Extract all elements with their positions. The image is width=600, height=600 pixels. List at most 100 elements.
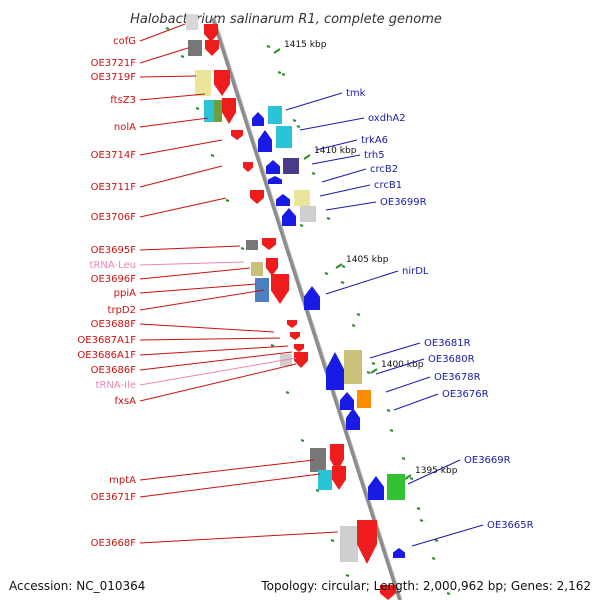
left-gene-label: OE3706F <box>91 212 137 223</box>
left-gene-label: cofG <box>113 36 136 47</box>
track-tick <box>296 125 301 128</box>
track-tick <box>210 154 215 157</box>
reverse-gene-arrow <box>346 408 360 430</box>
right-leader-line <box>369 342 421 359</box>
track-tick <box>416 507 421 510</box>
forward-gene-arrow <box>294 352 308 368</box>
track-tick <box>431 557 436 560</box>
genome-summary-text: Topology: circular; Length: 2,000,962 bp… <box>261 579 591 593</box>
track-tick <box>330 539 335 542</box>
right-gene-label: nirDL <box>402 266 429 277</box>
track-tick <box>366 371 371 374</box>
left-gene-label: OE3687A1F <box>77 335 136 346</box>
right-gene-label: OE3678R <box>434 372 481 383</box>
left-leader-line <box>139 93 206 101</box>
reverse-gene-block <box>344 350 362 384</box>
right-leader-line <box>407 459 461 485</box>
left-leader-line <box>139 357 297 386</box>
right-leader-line <box>311 154 361 165</box>
forward-gene-block <box>310 448 326 472</box>
track-tick <box>356 313 361 316</box>
right-gene-label: crcB1 <box>374 180 402 191</box>
right-leader-line <box>325 201 377 211</box>
track-tick <box>315 489 320 492</box>
kbp-tick-mark <box>273 48 281 54</box>
reverse-gene-block <box>387 474 405 500</box>
right-gene-label: OE3680R <box>428 354 475 365</box>
reverse-gene-block <box>276 126 292 148</box>
kbp-label: 1400 kbp <box>381 360 424 370</box>
track-tick <box>266 45 271 48</box>
right-gene-label: trkA6 <box>361 135 388 146</box>
reverse-gene-arrow <box>326 352 344 390</box>
reverse-gene-arrow <box>252 112 264 126</box>
left-gene-label: OE3686A1F <box>77 350 136 361</box>
track-tick <box>345 574 350 577</box>
forward-gene-arrow <box>214 70 230 96</box>
track-tick <box>240 247 245 250</box>
right-leader-line <box>393 393 439 411</box>
track-tick <box>195 107 200 110</box>
left-gene-label: fxsA <box>115 396 137 407</box>
forward-gene-arrow <box>250 190 264 204</box>
left-gene-label: mptA <box>109 475 136 486</box>
track-tick <box>299 224 304 227</box>
left-gene-label: OE3711F <box>91 182 137 193</box>
left-leader-line <box>139 363 297 402</box>
forward-gene-arrow <box>262 238 276 250</box>
track-tick <box>371 362 376 365</box>
kbp-label: 1415 kbp <box>284 40 327 50</box>
reverse-gene-arrow <box>282 208 296 226</box>
reverse-gene-block <box>268 106 282 124</box>
kbp-label: 1410 kbp <box>314 146 357 156</box>
track-tick <box>300 439 305 442</box>
right-gene-label: OE3681R <box>424 338 471 349</box>
forward-gene-block <box>188 40 202 56</box>
track-tick <box>165 27 170 30</box>
track-tick <box>270 344 275 347</box>
left-leader-line <box>139 531 339 544</box>
track-tick <box>324 272 329 275</box>
right-leader-line <box>319 184 371 197</box>
reverse-gene-arrow <box>393 548 405 558</box>
left-gene-label: OE3695F <box>91 245 137 256</box>
forward-gene-block <box>340 526 358 562</box>
track-tick <box>351 324 356 327</box>
forward-gene-arrow <box>243 162 253 172</box>
left-leader-line <box>139 165 223 188</box>
track-tick <box>401 457 406 460</box>
left-gene-label: OE3686F <box>91 365 137 376</box>
right-leader-line <box>315 139 358 151</box>
reverse-gene-arrow <box>276 194 290 206</box>
left-leader-line <box>139 473 321 498</box>
left-gene-label: OE3668F <box>91 538 137 549</box>
right-gene-label: OE3676R <box>442 389 489 400</box>
forward-gene-arrow <box>332 466 346 490</box>
forward-gene-arrow <box>205 40 219 56</box>
left-leader-line <box>139 197 227 218</box>
reverse-gene-arrow <box>268 176 282 184</box>
right-leader-line <box>285 92 343 111</box>
left-leader-line <box>139 23 186 42</box>
right-leader-line <box>411 524 484 547</box>
left-gene-label: OE3671F <box>91 492 137 503</box>
right-leader-line <box>375 358 425 375</box>
track-tick <box>277 71 282 74</box>
left-gene-label: ppiA <box>114 288 136 299</box>
track-tick <box>340 281 345 284</box>
left-leader-line <box>139 267 251 280</box>
kbp-label: 1405 kbp <box>346 255 389 265</box>
right-leader-line <box>385 376 431 393</box>
track-tick <box>225 199 230 202</box>
reverse-gene-arrow <box>340 392 354 410</box>
left-leader-line <box>139 245 241 251</box>
right-gene-label: OE3665R <box>487 520 534 531</box>
right-gene-label: tmk <box>346 88 366 99</box>
left-leader-line <box>139 117 209 128</box>
kbp-tick-mark <box>303 154 311 160</box>
forward-gene-block <box>246 240 258 250</box>
forward-gene-arrow <box>204 24 218 42</box>
right-leader-line <box>325 270 399 295</box>
forward-gene-arrow <box>266 258 278 276</box>
